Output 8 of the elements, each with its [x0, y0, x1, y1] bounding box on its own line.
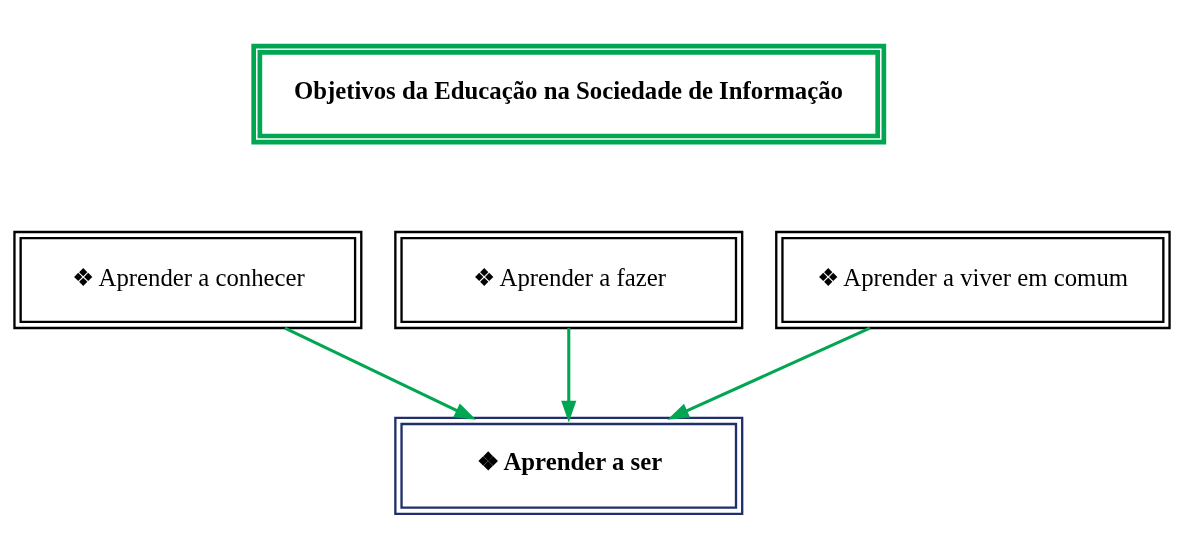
node-box: ❖ Aprender a viver em comum	[775, 230, 1171, 330]
node-box: ❖ Aprender a fazer	[394, 230, 744, 330]
node-box: ❖ Aprender a ser	[394, 416, 744, 515]
arrow	[667, 326, 871, 420]
node-box: ❖ Aprender a conhecer	[13, 230, 363, 330]
node-box: Objetivos da Educação na Sociedade de Informação	[251, 43, 887, 145]
arrow	[284, 326, 477, 420]
arrow	[561, 328, 577, 423]
